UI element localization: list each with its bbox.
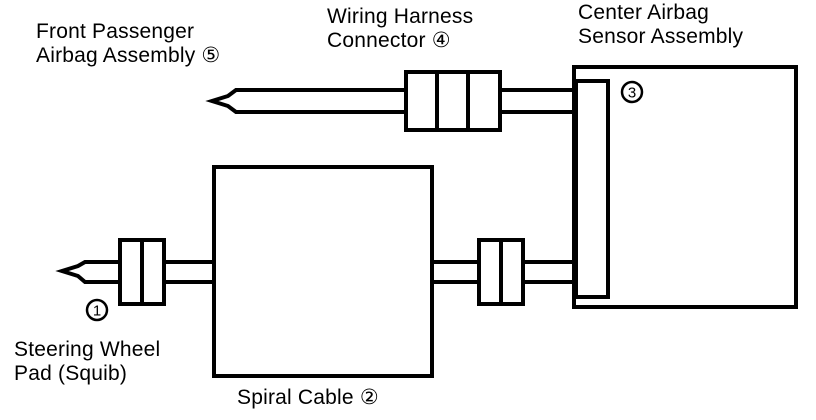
- passenger-airbag-cable: [205, 88, 406, 114]
- squib-cable: [55, 260, 120, 284]
- front-passenger-label-line2: Airbag Assembly ⑤: [36, 44, 221, 67]
- squib-to-spiral-cable: [164, 260, 214, 284]
- front-passenger-label-line1: Front Passenger: [36, 20, 195, 43]
- steering-wheel-label-line2: Pad (Squib): [14, 362, 128, 385]
- wiring-harness-connector-label: Wiring Harness Connector ④: [327, 5, 473, 53]
- center-airbag-sensor-box: [572, 65, 798, 309]
- spiral-to-connector-cable: [432, 260, 479, 284]
- callout-3-number: 3: [628, 85, 636, 102]
- callout-1-circle: [85, 298, 109, 322]
- center-sensor-label-line2: Sensor Assembly: [578, 25, 744, 48]
- harness-to-sensor-cable: [500, 88, 576, 114]
- connector-to-sensor-cable: [523, 260, 576, 284]
- callout-3-circle: [620, 80, 644, 104]
- spiral-cable-label: Spiral Cable ②: [237, 386, 379, 410]
- spiral-cable-connector: [477, 238, 525, 306]
- sensor-connector: [574, 79, 610, 299]
- spiral-cable-label-text: Spiral Cable ②: [237, 386, 379, 409]
- spiral-cable-box: [212, 165, 434, 378]
- callout-1-number: 1: [93, 303, 101, 320]
- center-sensor-label-line1: Center Airbag: [578, 1, 710, 24]
- wiring-harness-connector: [404, 70, 502, 132]
- squib-connector: [118, 238, 166, 306]
- wiring-harness-label-line2: Connector ④: [327, 29, 451, 52]
- steering-wheel-label-line1: Steering Wheel: [14, 338, 161, 361]
- wiring-harness-label-line1: Wiring Harness: [327, 5, 474, 28]
- front-passenger-airbag-label: Front Passenger Airbag Assembly ⑤: [36, 20, 220, 68]
- center-airbag-sensor-label: Center Airbag Sensor Assembly: [578, 1, 743, 49]
- steering-wheel-pad-label: Steering Wheel Pad (Squib): [14, 338, 160, 386]
